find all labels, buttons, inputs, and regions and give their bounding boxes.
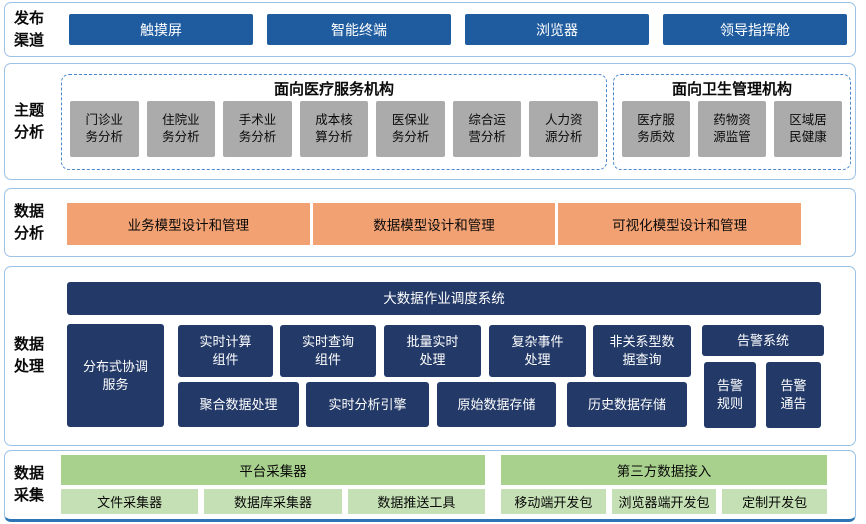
group-title: 面向卫生管理机构 <box>671 80 792 98</box>
theme-item-inpatient: 住院业务分析 <box>146 101 216 157</box>
theme-item-medical-insurance: 医保业务分析 <box>376 101 445 157</box>
theme-item-regional-health: 区域居民健康 <box>774 101 842 157</box>
collector-item-row: 移动端开发包 浏览器端开发包 定制开发包 <box>501 489 828 514</box>
realtime-analytics-engine-node: 实时分析引擎 <box>306 382 429 427</box>
theme-item-cost-accounting: 成本核算分析 <box>299 101 369 157</box>
nosql-query-node: 非关系型数据查询 <box>593 325 691 377</box>
theme-item-row: 门诊业务分析 住院业务分析 手术业务分析 成本核算分析 医保业务分析 综合运营分… <box>62 101 606 157</box>
section-label-processing: 数据处理 <box>14 336 45 375</box>
mobile-sdk-node: 移动端开发包 <box>501 489 606 514</box>
theme-item-surgery: 手术业务分析 <box>223 101 292 157</box>
section-label-collection: 数据采集 <box>14 465 45 504</box>
aggregate-processing-node: 聚合数据处理 <box>178 382 299 427</box>
complex-event-node: 复杂事件处理 <box>489 325 586 377</box>
alert-notice-node: 告警通告 <box>766 362 821 428</box>
channel-row: 触摸屏 智能终端 浏览器 领导指挥舱 <box>69 14 847 45</box>
history-data-storage-node: 历史数据存储 <box>567 382 687 427</box>
realtime-query-node: 实时查询组件 <box>280 325 376 377</box>
business-model-node: 业务模型设计和管理 <box>67 203 310 245</box>
browser-sdk-node: 浏览器端开发包 <box>611 489 717 514</box>
section-data-analysis: 数据分析 业务模型设计和管理 数据模型设计和管理 可视化模型设计和管理 <box>4 188 856 257</box>
theme-item-drug-supervision: 药物资源监管 <box>698 101 766 157</box>
channel-browser-node: 浏览器 <box>465 14 649 45</box>
platform-collector-header: 平台采集器 <box>61 455 485 485</box>
raw-data-storage-node: 原始数据存储 <box>437 382 556 427</box>
distributed-coordination-node: 分布式协调服务 <box>67 324 164 427</box>
batch-realtime-node: 批量实时处理 <box>384 325 481 377</box>
channel-touchscreen-node: 触摸屏 <box>69 14 253 45</box>
theme-item-outpatient: 门诊业务分析 <box>70 101 139 157</box>
bigdata-job-scheduler-node: 大数据作业调度系统 <box>67 282 821 315</box>
model-bar-row: 业务模型设计和管理 数据模型设计和管理 可视化模型设计和管理 <box>67 203 802 245</box>
theme-item-human-resources: 人力资源分析 <box>529 101 599 157</box>
section-theme-analysis: 主题分析 面向医疗服务机构 门诊业务分析 住院业务分析 手术业务分析 成本核算分… <box>4 63 856 180</box>
section-data-processing: 数据处理 大数据作业调度系统 分布式协调服务 实时计算组件 实时查询组件 批量实… <box>4 266 856 446</box>
data-push-tool-node: 数据推送工具 <box>347 489 485 514</box>
theme-item-operations: 综合运营分析 <box>452 101 522 157</box>
section-label-analysis: 数据分析 <box>14 202 45 242</box>
section-publish-channels: 发布渠道 触摸屏 智能终端 浏览器 领导指挥舱 <box>4 2 856 57</box>
database-collector-node: 数据库采集器 <box>204 489 342 514</box>
data-model-node: 数据模型设计和管理 <box>312 203 556 245</box>
group-platform-collectors: 平台采集器 文件采集器 数据库采集器 数据推送工具 <box>61 455 485 514</box>
section-data-collection: 数据采集 平台采集器 文件采集器 数据库采集器 数据推送工具 第三方数据接入 移… <box>4 450 856 522</box>
theme-item-service-quality: 医疗服务质效 <box>622 101 690 157</box>
file-collector-node: 文件采集器 <box>61 489 199 514</box>
theme-item-row: 医疗服务质效 药物资源监管 区域居民健康 <box>614 101 850 157</box>
group-thirdparty-access: 第三方数据接入 移动端开发包 浏览器端开发包 定制开发包 <box>501 455 828 514</box>
group-title: 面向医疗服务机构 <box>273 80 394 98</box>
section-label-theme: 主题分析 <box>14 101 45 141</box>
group-medical-service-orgs: 面向医疗服务机构 门诊业务分析 住院业务分析 手术业务分析 成本核算分析 医保业… <box>61 74 607 170</box>
channel-smart-terminal-node: 智能终端 <box>267 14 451 45</box>
alert-system-node: 告警系统 <box>702 325 824 356</box>
alert-rules-node: 告警规则 <box>704 362 756 428</box>
realtime-compute-node: 实时计算组件 <box>178 325 273 377</box>
group-health-admin-orgs: 面向卫生管理机构 医疗服务质效 药物资源监管 区域居民健康 <box>613 74 851 170</box>
thirdparty-access-header: 第三方数据接入 <box>501 455 827 485</box>
section-label-publish: 发布渠道 <box>14 9 45 49</box>
channel-command-cabin-node: 领导指挥舱 <box>663 14 847 45</box>
custom-sdk-node: 定制开发包 <box>722 489 828 514</box>
collector-item-row: 文件采集器 数据库采集器 数据推送工具 <box>61 489 485 514</box>
visual-model-node: 可视化模型设计和管理 <box>558 203 802 245</box>
